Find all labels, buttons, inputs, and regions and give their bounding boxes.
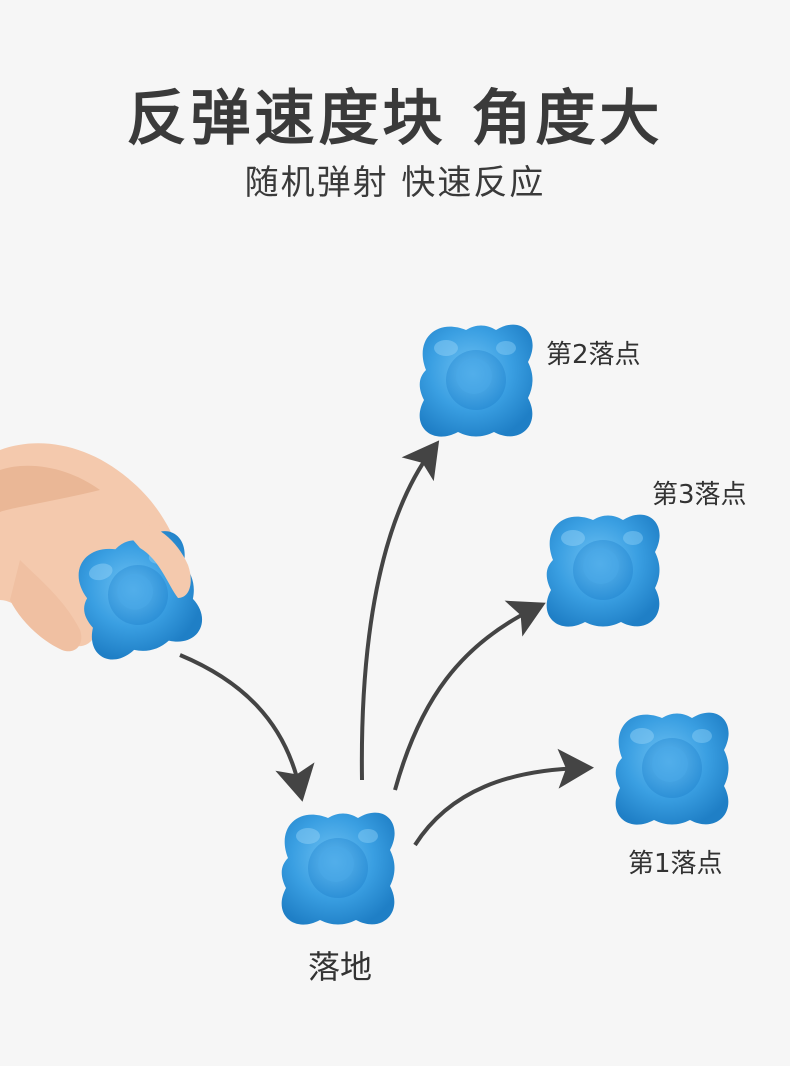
arrow-throw-down xyxy=(179,653,315,802)
label-ground: 落地 xyxy=(308,948,373,986)
ball-ground xyxy=(281,812,395,925)
headline-subtitle: 随机弹射 快速反应 xyxy=(244,163,546,203)
arrow-to-landing-2 xyxy=(359,440,440,781)
headline-title: 反弹速度块 角度大 xyxy=(126,84,664,154)
arrow-to-landing-1 xyxy=(413,748,594,847)
arrow-to-landing-3 xyxy=(393,600,546,791)
ball-landing-3 xyxy=(546,514,660,627)
ball-landing-2 xyxy=(419,324,533,437)
hand-with-ball xyxy=(0,443,208,665)
ball-landing-1 xyxy=(615,712,729,825)
label-landing-1: 第1落点 xyxy=(628,849,723,879)
label-landing-3: 第3落点 xyxy=(652,480,747,510)
label-landing-2: 第2落点 xyxy=(546,340,641,370)
